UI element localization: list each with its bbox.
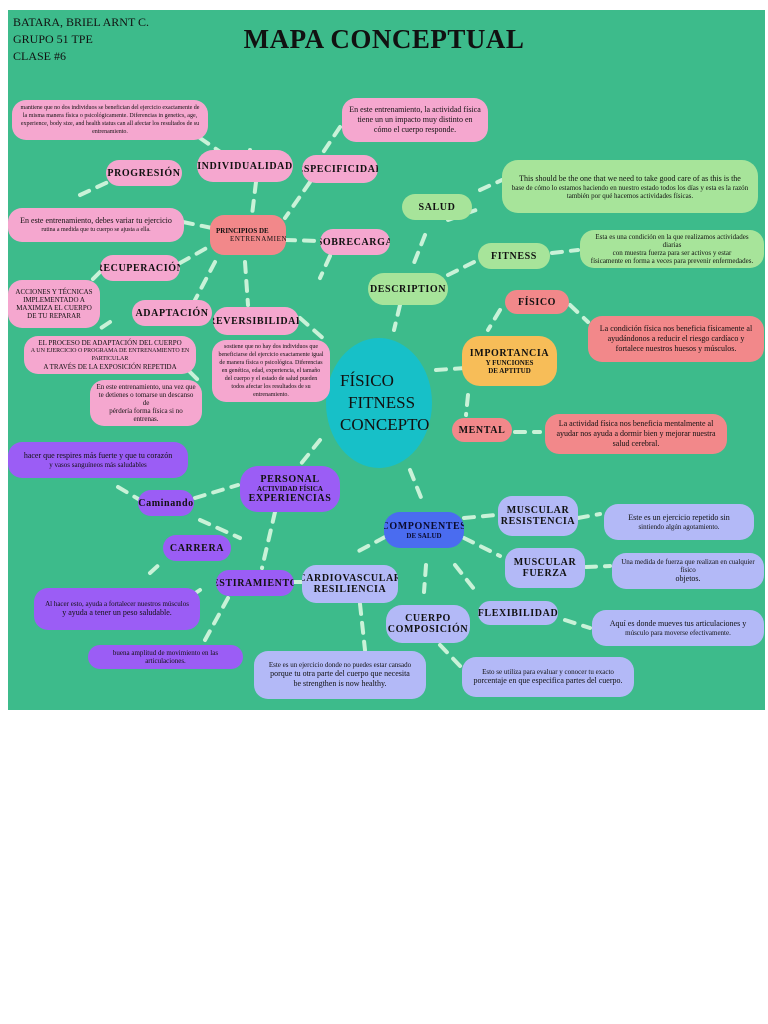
- salud-note-line-1: This should be the one that we need to t…: [519, 173, 741, 183]
- flex-note-line-2: músculo para moverse efectivamente.: [625, 629, 731, 637]
- carrera-node[interactable]: CARRERA: [163, 535, 231, 561]
- personal-label-b: ACTIVIDAD FÍSICA: [257, 485, 323, 493]
- cardiovascular-node[interactable]: CARDIOVASCULAR RESILIENCIA: [302, 565, 398, 603]
- flex-note-line-1: Aquí es donde mueves tus articulaciones …: [609, 619, 747, 628]
- recuperacion-node[interactable]: RECUPERACIÓN: [100, 255, 180, 281]
- cardio-note-line-1: Este es un ejercicio donde no puedes est…: [268, 661, 412, 669]
- muscular-fuerza-node[interactable]: MUSCULAR FUERZA: [505, 548, 585, 588]
- description-node[interactable]: DESCRIPTION: [368, 273, 448, 305]
- cuerpo-composicion-node[interactable]: CUERPO COMPOSICIÓN: [386, 605, 470, 643]
- salud-note-line-2: base de cómo lo estamos haciendo en nues…: [511, 183, 749, 200]
- muscular-resistencia-node[interactable]: MUSCULAR RESISTENCIA: [498, 496, 578, 536]
- cuerpo-note-line-1: Esto se utiliza para evaluar y conocer t…: [482, 668, 614, 676]
- mental-node[interactable]: MENTAL: [452, 418, 512, 442]
- progresion-note-line-1: En este entrenamiento, debes variar tu e…: [20, 216, 172, 225]
- fuerza-note-line-2: objetos.: [675, 574, 701, 583]
- center-line-1: FÍSICO: [340, 371, 394, 390]
- cardio-note-line-3: be strengthen is now healthy.: [293, 679, 387, 688]
- fitness-note-line-2: con muestra fuerza para ser activos y es…: [612, 249, 732, 257]
- class-label: CLASE #6: [13, 49, 67, 63]
- fitness-note: Esta es una condición en la que realizam…: [580, 230, 764, 268]
- resistencia-note-line-2: sintiendo algún agotamiento.: [638, 523, 720, 531]
- salud-note: This should be the one that we need to t…: [502, 160, 758, 213]
- reversibilidad-note-line-2: pérdería forma física si no entrenas.: [109, 407, 183, 423]
- especificidad-note: En este entrenamiento, la actividad físi…: [342, 98, 488, 142]
- adaptacion-note-line-3: A TRAVÉS DE LA EXPOSICIÓN REPETIDA: [43, 363, 177, 371]
- caminando-note-line-2: y vasos sanguíneos más saludables: [49, 461, 147, 469]
- personal-label-a: PERSONAL: [260, 474, 320, 485]
- fitness-note-line-3: físicamente en forma a veces para preven…: [590, 257, 754, 265]
- fisico-node[interactable]: FÍSICO: [505, 290, 569, 314]
- flexibilidad-node[interactable]: FLEXIBILIDAD: [478, 601, 558, 625]
- carrera-note-line-2: y ayuda a tener un peso saludable.: [62, 608, 172, 617]
- fitness-node[interactable]: FITNESS: [478, 243, 550, 269]
- group-label: GRUPO 51 TPE: [13, 32, 93, 46]
- importancia-label-a: IMPORTANCIA: [469, 347, 550, 359]
- estiramiento-note: buena amplitud de movimiento en las arti…: [88, 645, 243, 669]
- carrera-note: Al hacer esto, ayuda a fortalecer nuestr…: [34, 588, 200, 630]
- recuperacion-note: ACCIONES Y TÉCNICAS IMPLEMENTADO A MAXIM…: [8, 280, 100, 328]
- reversibilidad-note: En este entrenamiento, una vez que te de…: [90, 380, 202, 426]
- componentes-node[interactable]: COMPONENTES DE SALUD: [384, 512, 464, 548]
- cardio-note-line-2: porque tu otra parte del cuerpo que nece…: [270, 669, 410, 678]
- fitness-note-line-1: Esta es una condición en la que realizam…: [595, 233, 749, 249]
- adaptacion-node[interactable]: ADAPTACIÓN: [132, 300, 212, 326]
- estiramiento-node[interactable]: ESTIRAMIENTO: [216, 570, 294, 596]
- fuerza-note: Una medida de fuerza que realizan en cua…: [612, 553, 764, 589]
- adaptacion-note-line-1: EL PROCESO DE ADAPTACIÓN DEL CUERPO: [38, 339, 182, 347]
- personal-label-c: EXPERIENCIAS: [248, 493, 332, 504]
- caminando-node[interactable]: Caminando: [138, 490, 194, 516]
- student-name: BATARA, BRIEL ARNT C.: [13, 15, 150, 29]
- cuerpo-note: Esto se utiliza para evaluar y conocer t…: [462, 657, 634, 697]
- componentes-label-a: COMPONENTES: [384, 520, 464, 532]
- progresion-note-line-2: rutina a medida que tu cuerpo se ajusta …: [41, 227, 151, 233]
- adaptacion-note: EL PROCESO DE ADAPTACIÓN DEL CUERPO A UN…: [24, 336, 196, 374]
- central-concept-node[interactable]: FÍSICO FITNESS CONCEPTOS: [326, 338, 432, 468]
- page-title: MAPA CONCEPTUAL: [243, 24, 525, 54]
- flexibilidad-note: Aquí es donde mueves tus articulaciones …: [592, 610, 764, 646]
- center-line-2: FITNESS: [348, 393, 416, 412]
- individualidad-node[interactable]: INDIVIDUALIDAD: [197, 150, 293, 182]
- salud-node[interactable]: SALUD: [402, 194, 472, 220]
- reversibilidad-node[interactable]: REVERSIBILIDAD: [213, 307, 299, 335]
- individualidad-note: mantiene que no dos individuos se benefi…: [12, 100, 208, 140]
- center-line-3: CONCEPTOS: [340, 415, 432, 434]
- adaptacion-note-line-2: A UN EJERCICIO O PROGRAMA DE ENTRENAMIEN…: [30, 348, 190, 362]
- carrera-note-line-1: Al hacer esto, ayuda a fortalecer nuestr…: [45, 600, 189, 608]
- fisico-note: La condición física nos beneficia física…: [588, 316, 764, 362]
- reversibilidad-note-line-1: En este entrenamiento, una vez que te de…: [96, 383, 196, 407]
- progresion-node[interactable]: PROGRESIÓN: [106, 160, 182, 186]
- resistencia-note: Este es un ejercicio repetido sin sintie…: [604, 504, 754, 540]
- sobrecarga-note: sostiene que no hay dos individuos que b…: [212, 340, 330, 402]
- hub-label-b: ENTRENAMIENTO: [230, 235, 286, 243]
- importancia-label-c: DE APTITUD: [488, 366, 531, 375]
- mental-note: La actividad física nos beneficia mental…: [545, 414, 727, 454]
- hub-label-a: PRINCIPIOS DE: [216, 227, 269, 235]
- personal-node[interactable]: PERSONAL ACTIVIDAD FÍSICA EXPERIENCIAS: [240, 466, 340, 512]
- especificidad-node[interactable]: ESPECIFICIDAD: [302, 155, 378, 183]
- cuerpo-note-line-2: porcentaje en que especifica partes del …: [473, 676, 623, 685]
- importancia-node[interactable]: IMPORTANCIA Y FUNCIONES DE APTITUD: [462, 336, 557, 386]
- caminando-note-line-1: hacer que respires más fuerte y que tu c…: [23, 451, 173, 460]
- importancia-label-b: Y FUNCIONES: [485, 358, 534, 367]
- progresion-note: En este entrenamiento, debes variar tu e…: [8, 208, 184, 242]
- componentes-label-b: DE SALUD: [406, 531, 442, 540]
- principios-hub-node[interactable]: PRINCIPIOS DE ENTRENAMIENTO: [210, 215, 286, 255]
- cardiovascular-note: Este es un ejercicio donde no puedes est…: [254, 651, 426, 699]
- resistencia-note-line-1: Este es un ejercicio repetido sin: [628, 513, 730, 522]
- sobrecarga-node[interactable]: SOBRECARGA: [320, 229, 390, 255]
- caminando-note: hacer que respires más fuerte y que tu c…: [8, 442, 188, 478]
- fuerza-note-line-1: Una medida de fuerza que realizan en cua…: [621, 558, 755, 574]
